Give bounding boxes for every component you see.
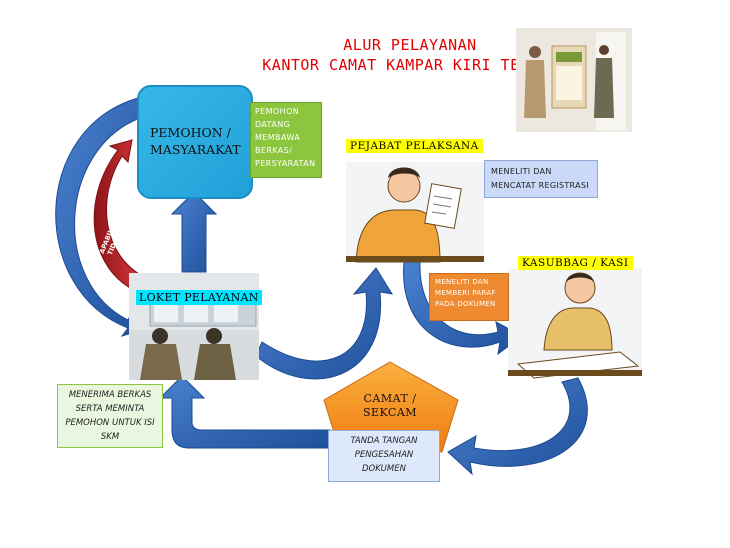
kasubbag-label: KASUBBAG / KASI xyxy=(518,256,633,270)
kasubbag-note: MENELITI DAN MEMBERI PARAF PADA DOKUMEN xyxy=(429,273,509,321)
pejabat-label: PEJABAT PELAKSANA xyxy=(346,139,483,153)
pemohon-label: PEMOHON / MASYARAKAT xyxy=(150,125,241,157)
pejabat-note: MENELITI DAN MENCATAT REGISTRASI xyxy=(484,160,598,198)
office-photo xyxy=(516,28,632,132)
arrow-kasubbag-to-camat xyxy=(447,377,588,476)
diagram-title-line2: KANTOR CAMAT KAMPAR KIRI TENGAH xyxy=(262,56,558,74)
kasubbag-illustration xyxy=(508,268,642,379)
camat-label: CAMAT / SEKCAM xyxy=(362,392,418,419)
arrow-loket-to-pejabat xyxy=(255,267,394,380)
office-photo-figures xyxy=(516,28,632,132)
loket-note: MENERIMA BERKAS SERTA MEMINTA PEMOHON UN… xyxy=(57,384,163,448)
return-arrow xyxy=(93,139,147,293)
pemohon-note: PEMOHON DATANG MEMBAWA BERKAS/ PERSYARAT… xyxy=(250,102,322,178)
arrow-loket-to-pemohon xyxy=(170,191,218,273)
arrow-camat-to-loket xyxy=(158,375,331,449)
diagram-title-line1: ALUR PELAYANAN xyxy=(343,36,477,54)
pejabat-illustration xyxy=(346,162,484,263)
camat-note: TANDA TANGAN PENGESAHAN DOKUMEN xyxy=(328,430,440,482)
loket-label: LOKET PELAYANAN xyxy=(136,290,262,305)
